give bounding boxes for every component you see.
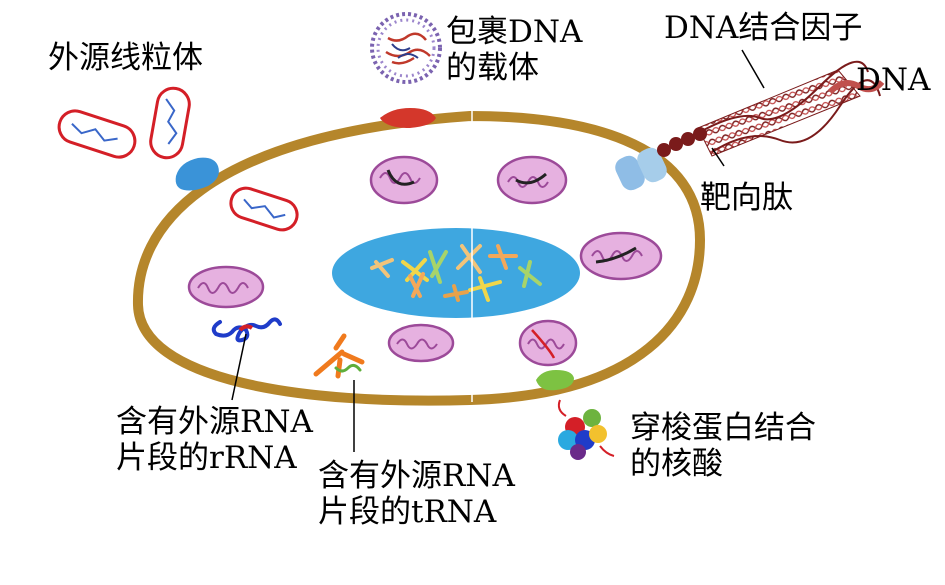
label-dna-binding-factor: DNA结合因子	[664, 10, 863, 46]
chromosomes	[370, 244, 542, 302]
leader-line	[231, 333, 247, 401]
dna-binding-complex	[697, 60, 885, 157]
label-pore-nucleic-line2: 的核酸	[630, 446, 723, 482]
exogenous-mitochondrion	[57, 109, 137, 159]
dna-carrier-vesicle	[370, 12, 442, 84]
channel-protein	[615, 147, 667, 191]
shuttle-nucleic-acid	[557, 399, 615, 460]
leader-line	[741, 49, 765, 89]
label-rrna-line2: 片段的rRNA	[116, 440, 297, 476]
exogenous-mitochondrion	[229, 186, 299, 232]
label-dna-carrier-line1: 包裹DNA	[446, 14, 583, 50]
mitochondrion	[187, 265, 265, 309]
nucleus	[332, 228, 580, 318]
mitochondrion	[579, 231, 663, 281]
exogenous-mitochondrion	[149, 86, 191, 160]
label-exogenous-mitochondria: 外源线粒体	[48, 40, 203, 76]
label-dna: DNA	[856, 62, 931, 98]
mitochondrion	[387, 323, 455, 363]
rrna-molecule	[211, 317, 282, 343]
label-dna-carrier-line2: 的载体	[446, 50, 539, 86]
label-pore-nucleic-line1: 穿梭蛋白结合	[630, 410, 816, 446]
label-rrna-line1: 含有外源RNA	[116, 404, 313, 440]
nuclear-shuttle-protein	[536, 370, 574, 391]
label-targeting-peptide: 靶向肽	[700, 180, 793, 216]
mitochondrion	[369, 155, 439, 205]
membrane-pore-protein	[380, 108, 436, 128]
mitochondrion	[518, 319, 578, 367]
leader-line	[711, 147, 725, 167]
label-trna-line1: 含有外源RNA	[318, 458, 515, 494]
trna-molecule	[313, 333, 365, 379]
targeting-peptide	[657, 127, 707, 157]
mitochondrion	[496, 155, 568, 205]
membrane-receptor	[175, 157, 219, 191]
label-trna-line2: 片段的tRNA	[318, 494, 497, 530]
